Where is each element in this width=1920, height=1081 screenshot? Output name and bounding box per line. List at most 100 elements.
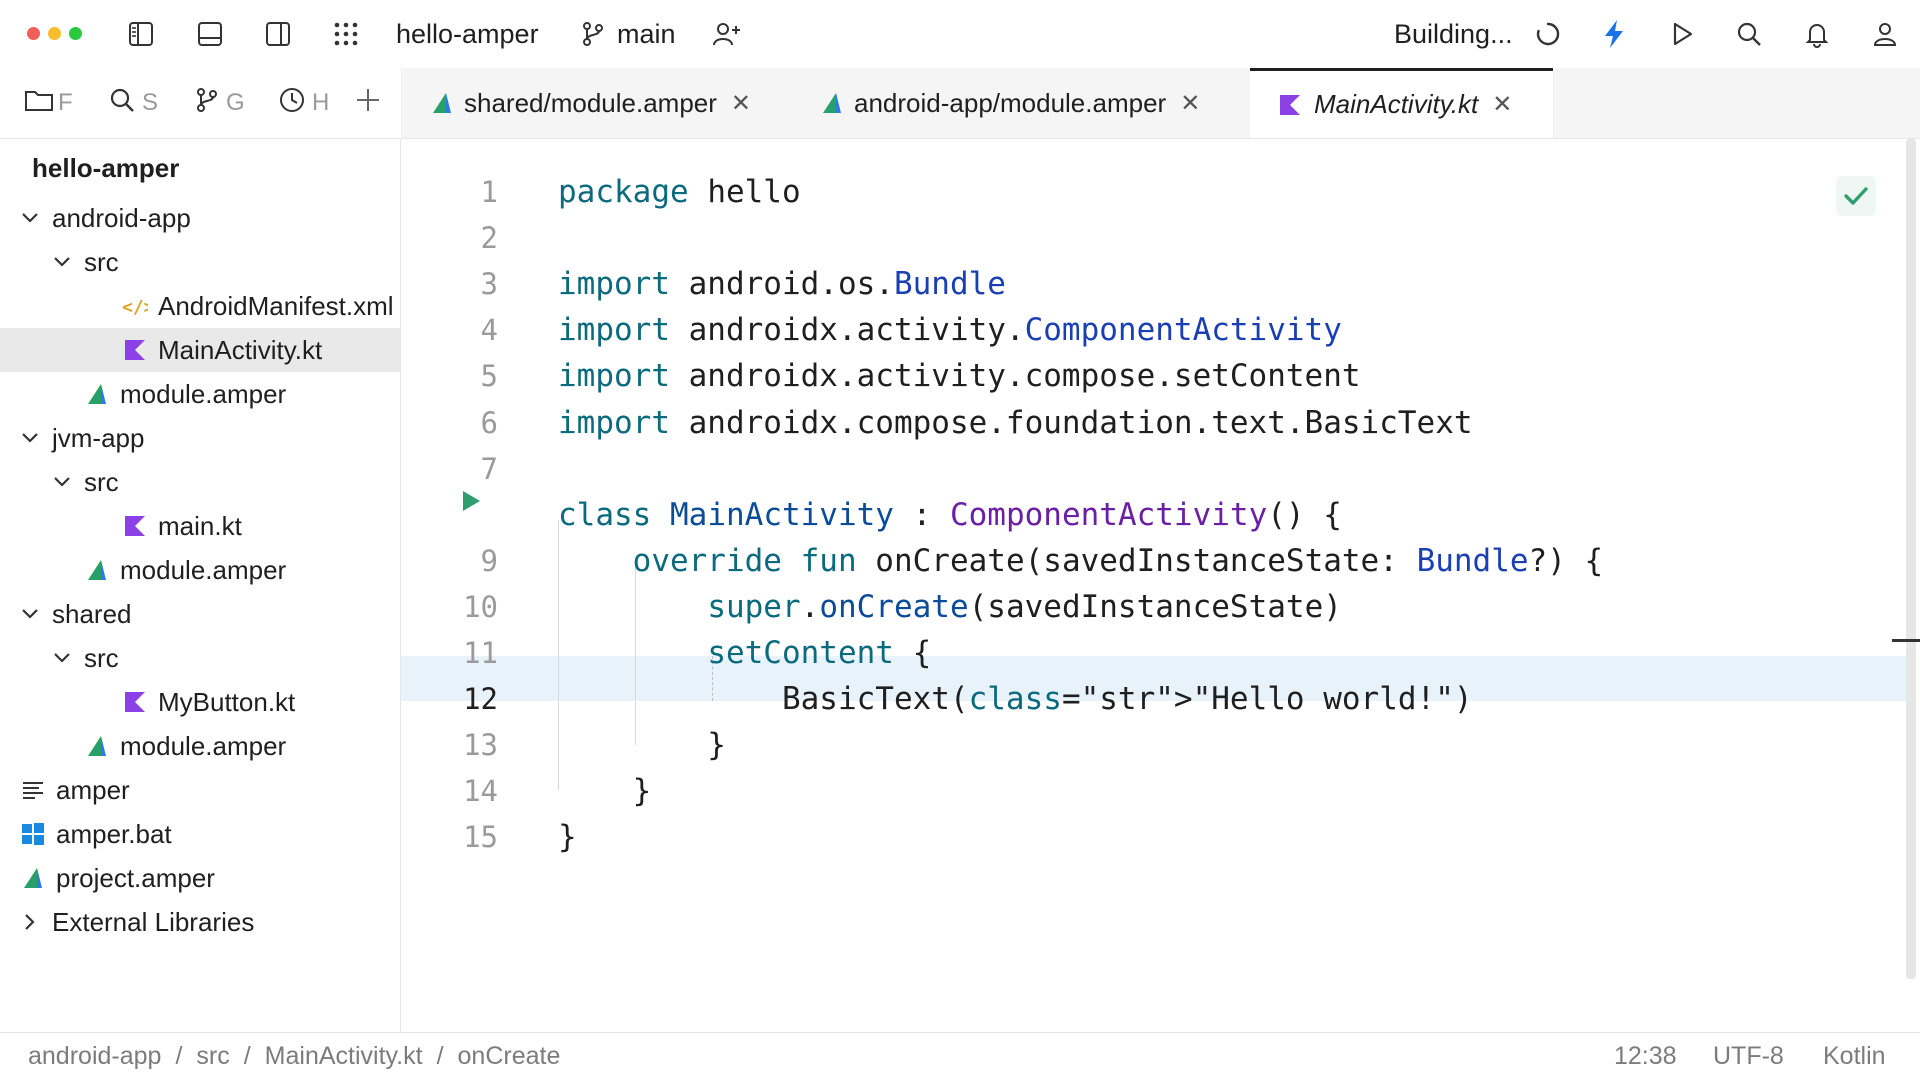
- code-line[interactable]: class MainActivity : ComponentActivity()…: [558, 496, 1342, 533]
- breadcrumb-item[interactable]: onCreate: [457, 1042, 561, 1070]
- tool-tab-history[interactable]: H: [278, 86, 329, 120]
- code-line[interactable]: }: [558, 727, 726, 764]
- tab-main-activity[interactable]: MainActivity.kt ✕: [1250, 68, 1553, 138]
- kotlin-icon: [122, 689, 148, 715]
- code-line[interactable]: import androidx.activity.compose.setCont…: [558, 358, 1361, 395]
- chevron-right-icon[interactable]: [20, 912, 40, 932]
- tree-item-src[interactable]: src: [0, 460, 400, 504]
- bottom-panel-icon[interactable]: [193, 17, 227, 51]
- add-tool-tab-button[interactable]: [354, 86, 382, 120]
- close-tab-icon[interactable]: ✕: [1492, 91, 1513, 118]
- tool-tab-git[interactable]: G: [194, 86, 245, 120]
- tree-item-amper-bat[interactable]: amper.bat: [0, 812, 400, 856]
- code-line[interactable]: }: [558, 819, 577, 856]
- tree-item-external-libraries[interactable]: External Libraries: [0, 900, 400, 944]
- code-line[interactable]: super.onCreate(savedInstanceState): [707, 588, 1342, 625]
- tree-item-amper[interactable]: amper: [0, 768, 400, 812]
- tree-item-mybutton-kt[interactable]: MyButton.kt: [0, 680, 400, 724]
- chevron-down-icon[interactable]: [20, 431, 40, 445]
- tree-item-label: MyButton.kt: [158, 686, 296, 717]
- breadcrumb-item[interactable]: android-app: [28, 1042, 162, 1070]
- tree-item-label: module.amper: [120, 378, 287, 409]
- tree-item-label: main.kt: [158, 510, 242, 541]
- tree-root[interactable]: hello-amper: [32, 153, 180, 183]
- add-user-icon[interactable]: [710, 17, 744, 51]
- tool-tab-search[interactable]: S: [108, 86, 158, 120]
- tool-tab-label: S: [142, 89, 159, 116]
- bell-icon[interactable]: [1800, 17, 1834, 51]
- tree-item-shared[interactable]: shared: [0, 592, 400, 636]
- folder-icon: [24, 87, 54, 120]
- file-encoding[interactable]: UTF-8: [1713, 1042, 1784, 1070]
- code-line[interactable]: import android.os.Bundle: [558, 266, 1006, 303]
- tab-label: MainActivity.kt: [1314, 89, 1479, 119]
- code-line[interactable]: BasicText(class="str">"Hello world!"): [558, 681, 1473, 718]
- git-branch-icon: [576, 17, 610, 51]
- file-language[interactable]: Kotlin: [1823, 1042, 1886, 1070]
- code-line[interactable]: setContent {: [707, 635, 932, 671]
- tree-item-jvm-app[interactable]: jvm-app: [0, 416, 400, 460]
- maximize-window-button[interactable]: [69, 27, 82, 40]
- tree-item-src[interactable]: src: [0, 636, 400, 680]
- breadcrumb: android-app / src / MainActivity.kt / on…: [28, 1038, 560, 1074]
- windows-icon: [20, 821, 46, 847]
- run-gutter-icon[interactable]: [458, 488, 484, 514]
- breadcrumb-separator: /: [243, 1042, 251, 1070]
- code-editor[interactable]: [401, 139, 1920, 1032]
- kotlin-icon: [1278, 93, 1302, 117]
- tool-tab-project[interactable]: F: [24, 86, 73, 120]
- project-name[interactable]: hello-amper: [396, 19, 539, 49]
- lightning-icon[interactable]: [1597, 17, 1631, 51]
- close-tab-icon[interactable]: ✕: [1180, 89, 1201, 117]
- apps-grid-icon[interactable]: [329, 17, 363, 51]
- right-panel-icon[interactable]: [261, 17, 295, 51]
- line-number: 12: [463, 682, 498, 717]
- breadcrumb-separator: /: [175, 1042, 183, 1070]
- chevron-down-icon[interactable]: [52, 651, 72, 665]
- line-number: 11: [463, 636, 498, 670]
- tool-tab-label: F: [58, 89, 73, 116]
- tree-item-label: src: [84, 246, 119, 277]
- indent-guide: [558, 520, 559, 790]
- tree-item-mainactivity-kt[interactable]: MainActivity.kt: [0, 328, 400, 372]
- code-line[interactable]: override fun onCreate(savedInstanceState…: [632, 542, 1604, 579]
- tab-shared-module[interactable]: shared/module.amper ✕: [430, 68, 775, 138]
- breadcrumb-item[interactable]: src: [196, 1042, 230, 1070]
- run-icon[interactable]: [1665, 17, 1699, 51]
- chevron-down-icon[interactable]: [52, 475, 72, 489]
- user-icon[interactable]: [1868, 17, 1902, 51]
- code-line[interactable]: import androidx.activity.ComponentActivi…: [558, 312, 1342, 349]
- left-panel-icon[interactable]: [124, 17, 158, 51]
- branch-name[interactable]: main: [617, 19, 676, 49]
- tree-item-module-amper[interactable]: module.amper: [0, 548, 400, 592]
- tree-item-android-app[interactable]: android-app: [0, 196, 400, 240]
- tree-item-module-amper[interactable]: module.amper: [0, 724, 400, 768]
- tree-item-main-kt[interactable]: main.kt: [0, 504, 400, 548]
- search-icon[interactable]: [1732, 17, 1766, 51]
- tree-item-androidmanifest-xml[interactable]: </>AndroidManifest.xml: [0, 284, 400, 328]
- tree-item-label: android-app: [52, 202, 191, 233]
- plus-icon: [354, 86, 382, 121]
- amper-icon: [84, 381, 110, 407]
- editor-scrollbar[interactable]: [1906, 139, 1916, 979]
- tree-item-label: module.amper: [120, 730, 287, 761]
- tree-item-label: src: [84, 642, 119, 673]
- tab-android-app-module[interactable]: android-app/module.amper ✕: [820, 68, 1240, 138]
- tool-tab-label: H: [312, 89, 330, 116]
- code-line[interactable]: import androidx.compose.foundation.text.…: [558, 404, 1473, 441]
- tree-item-project-amper[interactable]: project.amper: [0, 856, 400, 900]
- minimize-window-button[interactable]: [48, 27, 61, 40]
- close-window-button[interactable]: [27, 27, 40, 40]
- chevron-down-icon[interactable]: [20, 211, 40, 225]
- tree-item-src[interactable]: src: [0, 240, 400, 284]
- breadcrumb-item[interactable]: MainActivity.kt: [264, 1042, 423, 1070]
- code-line[interactable]: }: [558, 773, 652, 810]
- chevron-down-icon[interactable]: [20, 607, 40, 621]
- caret-position[interactable]: 12:38: [1614, 1042, 1677, 1070]
- tree-item-module-amper[interactable]: module.amper: [0, 372, 400, 416]
- chevron-down-icon[interactable]: [52, 255, 72, 269]
- inspection-ok-icon[interactable]: [1836, 176, 1876, 216]
- close-tab-icon[interactable]: ✕: [730, 89, 752, 117]
- code-line[interactable]: package hello: [558, 174, 801, 210]
- amper-icon: [20, 865, 46, 891]
